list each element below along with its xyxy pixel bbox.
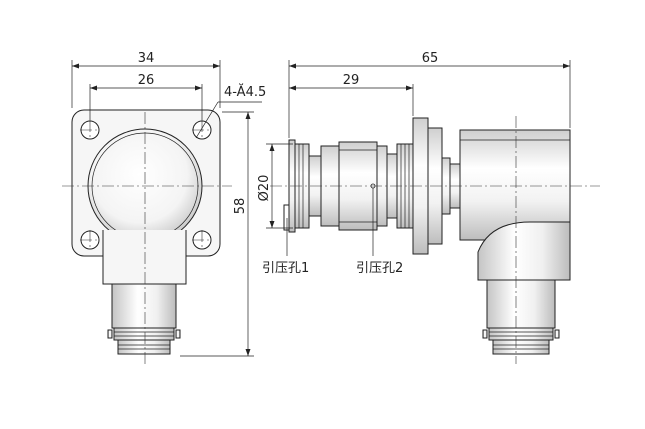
label-crimp-hole-1: 引压孔1 bbox=[262, 261, 309, 276]
front-barrel-tip bbox=[117, 339, 171, 355]
dim-hole-spec: 4-Ă4.5 bbox=[224, 84, 266, 100]
front-barrel-ring bbox=[113, 327, 175, 341]
front-view bbox=[62, 109, 232, 364]
dim-side-total: 65 bbox=[422, 51, 439, 66]
side-down-barrel bbox=[486, 279, 556, 329]
dim-diameter: Ø20 bbox=[257, 175, 272, 202]
front-stem-housing bbox=[102, 230, 187, 285]
dim-total-height: 58 bbox=[233, 198, 248, 215]
side-dimensions: 65 29 Ø20 引压孔1 引压孔2 bbox=[257, 51, 571, 276]
dim-front-width: 34 bbox=[138, 51, 155, 66]
label-crimp-hole-2: 引压孔2 bbox=[356, 261, 403, 276]
front-dimensions: 34 26 4-Ă4.5 58 bbox=[71, 51, 266, 357]
side-elbow bbox=[477, 221, 571, 281]
front-barrel bbox=[111, 283, 177, 329]
side-view bbox=[270, 116, 600, 364]
dim-hole-spacing: 26 bbox=[138, 73, 155, 88]
dim-side-partial: 29 bbox=[343, 73, 360, 88]
